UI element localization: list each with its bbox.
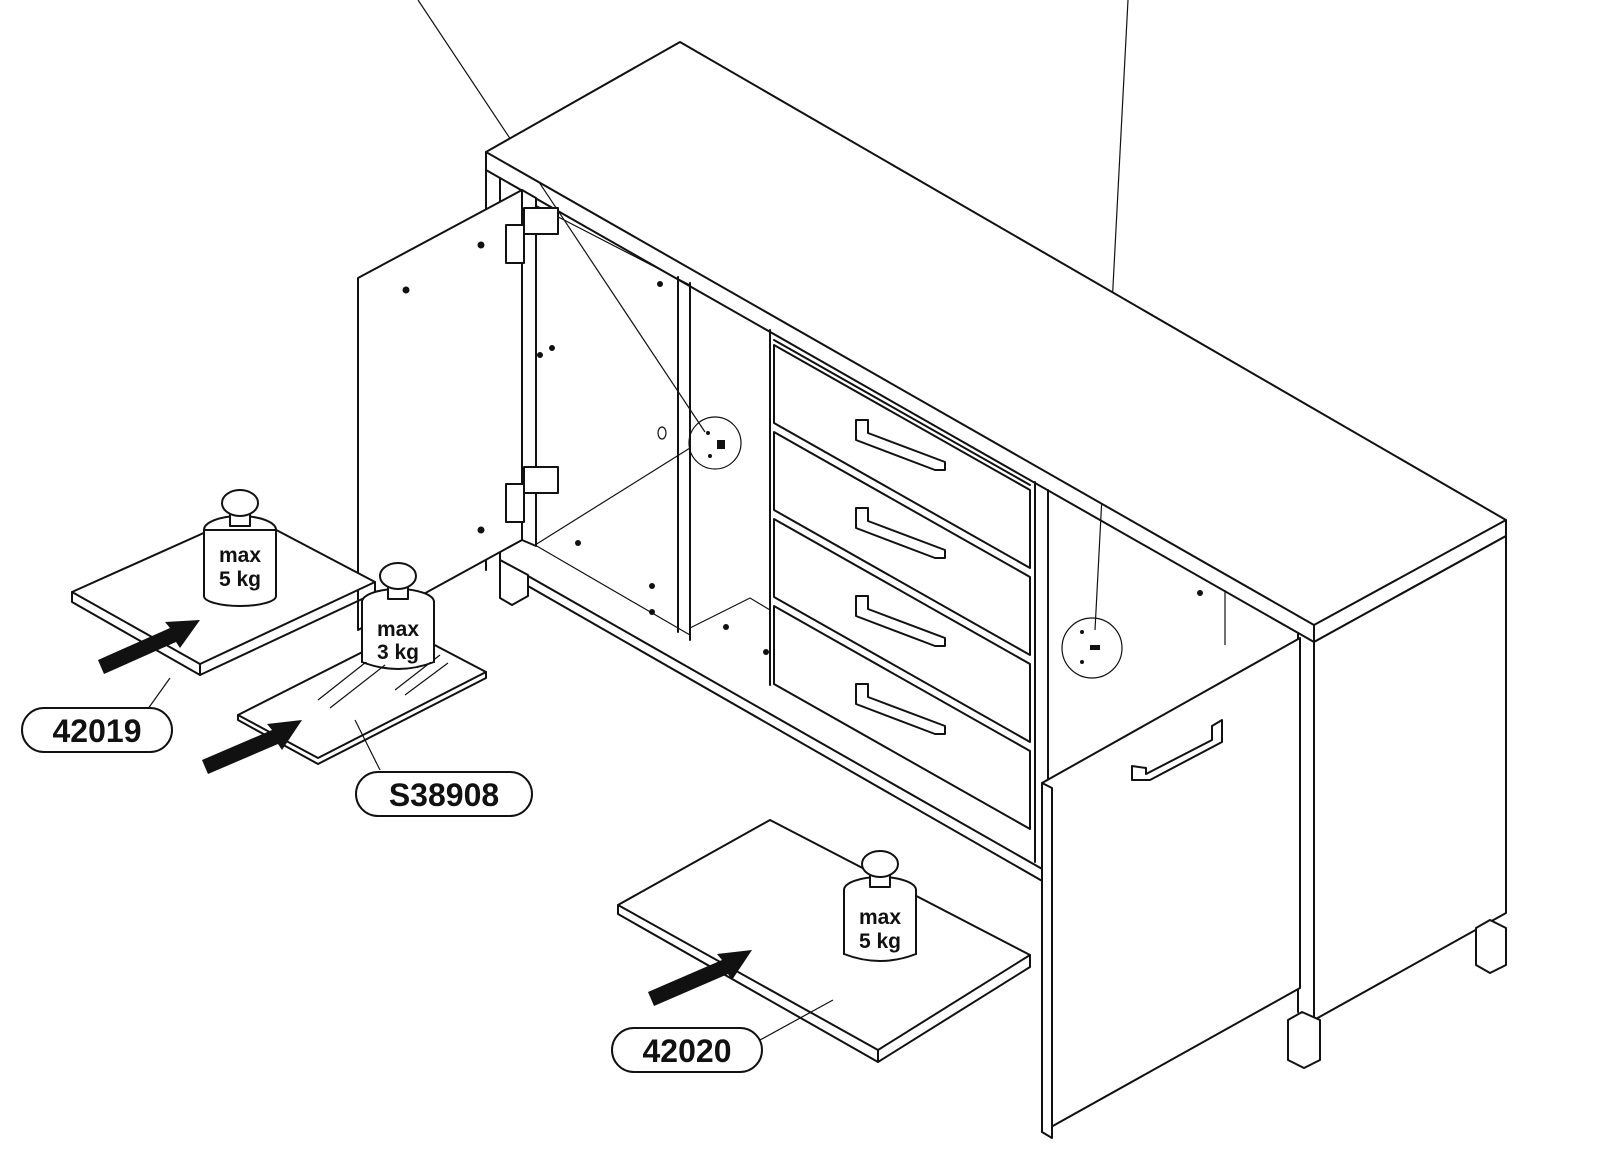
label-S38908-text: S38908 — [389, 777, 499, 813]
shelf-42020 — [617, 819, 1031, 1063]
drawer-1-handle — [855, 419, 946, 471]
leg-front-right — [1287, 1011, 1321, 1069]
detail-circle-right — [1061, 617, 1123, 679]
drawer-handles — [855, 419, 946, 735]
arrow-icon — [648, 950, 752, 1006]
right-door-handle — [1131, 719, 1223, 781]
label-42019-text: 42019 — [53, 713, 142, 749]
shelf-S38908 — [202, 629, 487, 774]
hinge-upper-icon — [505, 207, 559, 264]
weight-left-line1: max — [219, 544, 261, 567]
right-door — [1041, 590, 1301, 1139]
weight-small-line2: 3 kg — [377, 641, 419, 664]
leg-back-right — [1475, 919, 1507, 974]
leg-front-left — [499, 559, 529, 606]
right-side-panel — [1313, 535, 1507, 1021]
hinge-lower-icon — [505, 466, 559, 523]
label-42019: 42019 — [21, 707, 173, 753]
drawer-2 — [773, 431, 1031, 656]
weight-bottom-line2: 5 kg — [859, 930, 901, 953]
weight-icon-small: max 3 kg — [361, 562, 435, 670]
label-S38908: S38908 — [355, 771, 533, 817]
drawer-3 — [773, 518, 1031, 743]
label-42020-text: 42020 — [643, 1033, 732, 1069]
weight-icon-bottom: max 5 kg — [843, 850, 917, 962]
weight-left-line2: 5 kg — [219, 568, 261, 591]
label-42020: 42020 — [611, 1027, 763, 1073]
arrow-icon — [98, 620, 200, 674]
drawer-4 — [773, 605, 1031, 830]
detail-circle-left — [688, 416, 742, 470]
drawer-3-handle — [855, 595, 946, 647]
weight-small-line1: max — [377, 618, 419, 641]
drawer-stack — [773, 339, 1031, 830]
weight-icon-left: max 5 kg — [203, 489, 277, 607]
arrow-icon — [202, 720, 302, 774]
left-door — [357, 189, 769, 655]
weight-bottom-line1: max — [859, 906, 901, 929]
drawer-2-handle — [855, 507, 946, 559]
drawer-4-handle — [855, 683, 946, 735]
